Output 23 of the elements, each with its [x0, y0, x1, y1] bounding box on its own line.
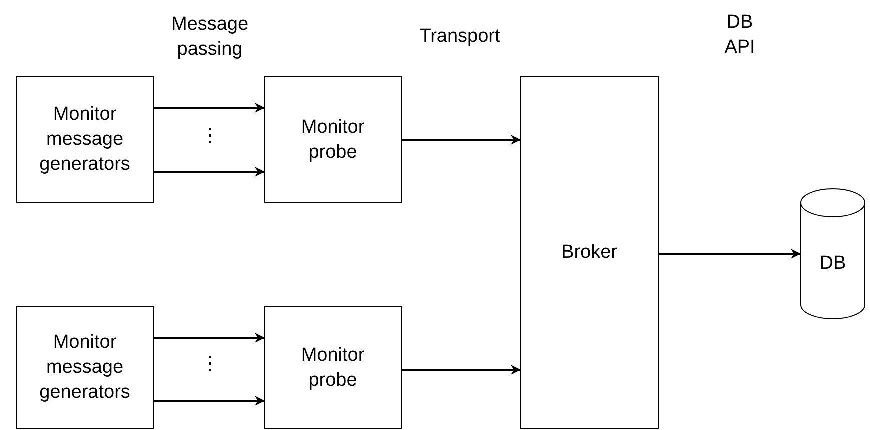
- arrow: [154, 103, 265, 113]
- layer-label: Message passing: [170, 13, 250, 62]
- layer-label: DB API: [724, 11, 756, 60]
- node-label: DB: [820, 252, 846, 276]
- layer-label: Transport: [418, 25, 502, 49]
- broker-box: [520, 76, 659, 429]
- node-label: Monitor message generators: [38, 331, 132, 405]
- process-box: [264, 76, 402, 203]
- arrow: [154, 333, 265, 343]
- process-box: [264, 306, 402, 429]
- node-label: Broker: [560, 241, 618, 265]
- ellipsis-label: ⋮: [200, 125, 220, 149]
- ellipsis-label: ⋮: [200, 353, 220, 377]
- arrow: [402, 135, 521, 145]
- process-box: [16, 306, 154, 429]
- arrow: [402, 365, 521, 375]
- process-box: [16, 76, 154, 203]
- node-label: Monitor probe: [300, 116, 366, 164]
- node-label: Monitor message generators: [38, 103, 132, 177]
- arrow: [154, 396, 265, 406]
- arrow: [154, 167, 265, 177]
- node-label: Monitor probe: [300, 344, 366, 392]
- arrow: [659, 249, 801, 259]
